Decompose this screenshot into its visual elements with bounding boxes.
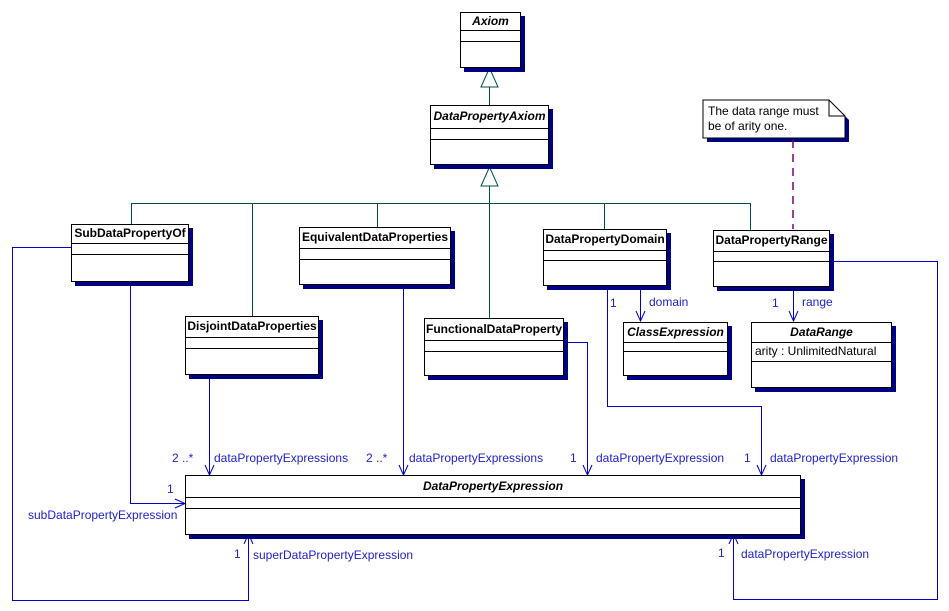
role-functional-datapropertyexpression: dataPropertyExpression [596,451,725,465]
operations-compartment [72,255,188,281]
attributes-compartment [300,249,450,260]
operations-compartment [300,260,450,284]
class-title: EquivalentDataProperties [300,228,450,249]
multiplicity-domain: 1 [610,296,617,310]
multiplicity-domain-expr: 1 [744,451,751,465]
attributes-compartment [431,129,548,140]
class-axiom[interactable]: Axiom [460,12,521,68]
attributes-compartment [624,343,727,352]
role-range-datapropertyexpression: dataPropertyExpression [741,547,870,561]
attributes-compartment [186,338,318,349]
generalization-lines [131,66,751,320]
attributes-compartment: arity : UnlimitedNatural [752,343,891,362]
class-title: DataRange [752,323,891,343]
class-title: ClassExpression [624,323,727,343]
operations-compartment [752,362,891,387]
operations-compartment [186,349,318,374]
class-title: FunctionalDataProperty [425,319,563,341]
multiplicity-super: 1 [234,547,241,561]
attributes-compartment [461,31,520,42]
class-datarange[interactable]: DataRange arity : UnlimitedNatural [751,322,892,388]
class-title: Axiom [461,13,520,31]
class-disjointdataproperties[interactable]: DisjointDataProperties [185,316,319,375]
arrowhead-down-range [788,310,799,323]
multiplicity-functional: 1 [570,451,577,465]
operations-compartment [461,42,520,67]
class-title: DataPropertyAxiom [431,106,548,129]
attributes-compartment [72,244,188,255]
multiplicity-range-expr: 1 [718,546,725,560]
multiplicity-disjoint: 2 ..* [172,451,194,465]
role-equivalent-datapropertyexpressions: dataPropertyExpressions [409,451,544,465]
operations-compartment [544,261,666,285]
role-disjoint-datapropertyexpressions: dataPropertyExpressions [214,451,349,465]
multiplicity-sub: 1 [167,482,174,496]
operations-compartment [624,352,727,375]
class-subdatapropertyof[interactable]: SubDataPropertyOf [71,224,189,282]
class-datapropertyexpression[interactable]: DataPropertyExpression [185,475,801,535]
class-functionaldataproperty[interactable]: FunctionalDataProperty [424,318,564,376]
multiplicity-equivalent: 2 ..* [366,451,388,465]
class-datapropertyaxiom[interactable]: DataPropertyAxiom [430,105,549,165]
class-title: DataPropertyDomain [544,230,666,251]
generalization-arrow-datapropertyaxiom [480,165,499,187]
class-datapropertydomain[interactable]: DataPropertyDomain [543,229,667,286]
attributes-compartment [186,498,800,509]
role-subdatapropertyexpression: subDataPropertyExpression [28,508,178,522]
role-superdatapropertyexpression: superDataPropertyExpression [253,548,414,562]
generalization-arrow-axiom [480,66,499,88]
class-equivalentdataproperties[interactable]: EquivalentDataProperties [299,227,451,285]
class-title: SubDataPropertyOf [72,225,188,244]
arrowhead-down-domain [635,310,646,323]
role-domain-datapropertyexpression: dataPropertyExpression [770,451,899,465]
class-datapropertyrange[interactable]: DataPropertyRange [713,230,830,287]
operations-compartment [425,352,563,375]
role-domain: domain [649,295,689,309]
class-title: DataPropertyRange [714,231,829,252]
attributes-compartment [714,252,829,262]
attribute-arity: arity : UnlimitedNatural [755,344,877,358]
role-range: range [802,295,833,309]
note-line1: The data range must [708,104,819,118]
operations-compartment [431,140,548,164]
multiplicity-range: 1 [772,296,779,310]
class-title: DisjointDataProperties [186,317,318,338]
attributes-compartment [425,341,563,352]
note-shape [702,99,849,142]
note-line2: be of arity one. [708,119,788,133]
class-title: DataPropertyExpression [186,476,800,498]
operations-compartment [186,509,800,534]
attributes-compartment [544,251,666,261]
note[interactable]: The data range must be of arity one. [708,104,840,134]
operations-compartment [714,262,829,286]
class-classexpression[interactable]: ClassExpression [623,322,728,376]
note-fold-corner [828,100,845,117]
association-lines [12,247,938,601]
